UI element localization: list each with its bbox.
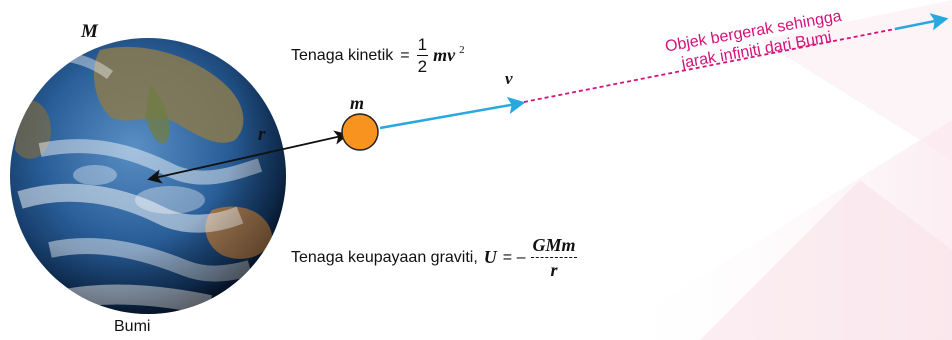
object-mass-label: m xyxy=(350,93,364,114)
kinetic-equals: = xyxy=(400,47,409,65)
earth-mass-label: M xyxy=(81,21,98,43)
earth-globe xyxy=(10,38,286,314)
object-mass xyxy=(342,114,378,150)
half-fraction: 1 2 xyxy=(417,36,428,75)
earth-name-label: Bumi xyxy=(114,318,150,336)
fraction-numerator: 1 xyxy=(417,36,428,56)
gmm-denominator: r xyxy=(550,258,557,279)
fraction-denominator: 2 xyxy=(418,56,427,75)
potential-equals: = – xyxy=(503,249,526,267)
potential-energy-label: Tenaga keupayaan graviti, xyxy=(291,249,478,267)
velocity-arrow xyxy=(380,103,522,128)
far-velocity-arrow xyxy=(895,19,945,29)
kinetic-energy-label: Tenaga kinetik xyxy=(291,47,393,65)
gmm-fraction: GMm r xyxy=(531,236,576,279)
potential-energy-formula: Tenaga keupayaan graviti, U = – GMm r xyxy=(291,236,577,279)
velocity-label: v xyxy=(505,69,513,89)
gmm-numerator: GMm xyxy=(531,236,576,258)
potential-symbol: U xyxy=(484,247,497,268)
kinetic-exponent: 2 xyxy=(459,44,465,56)
radius-label: r xyxy=(258,124,265,146)
